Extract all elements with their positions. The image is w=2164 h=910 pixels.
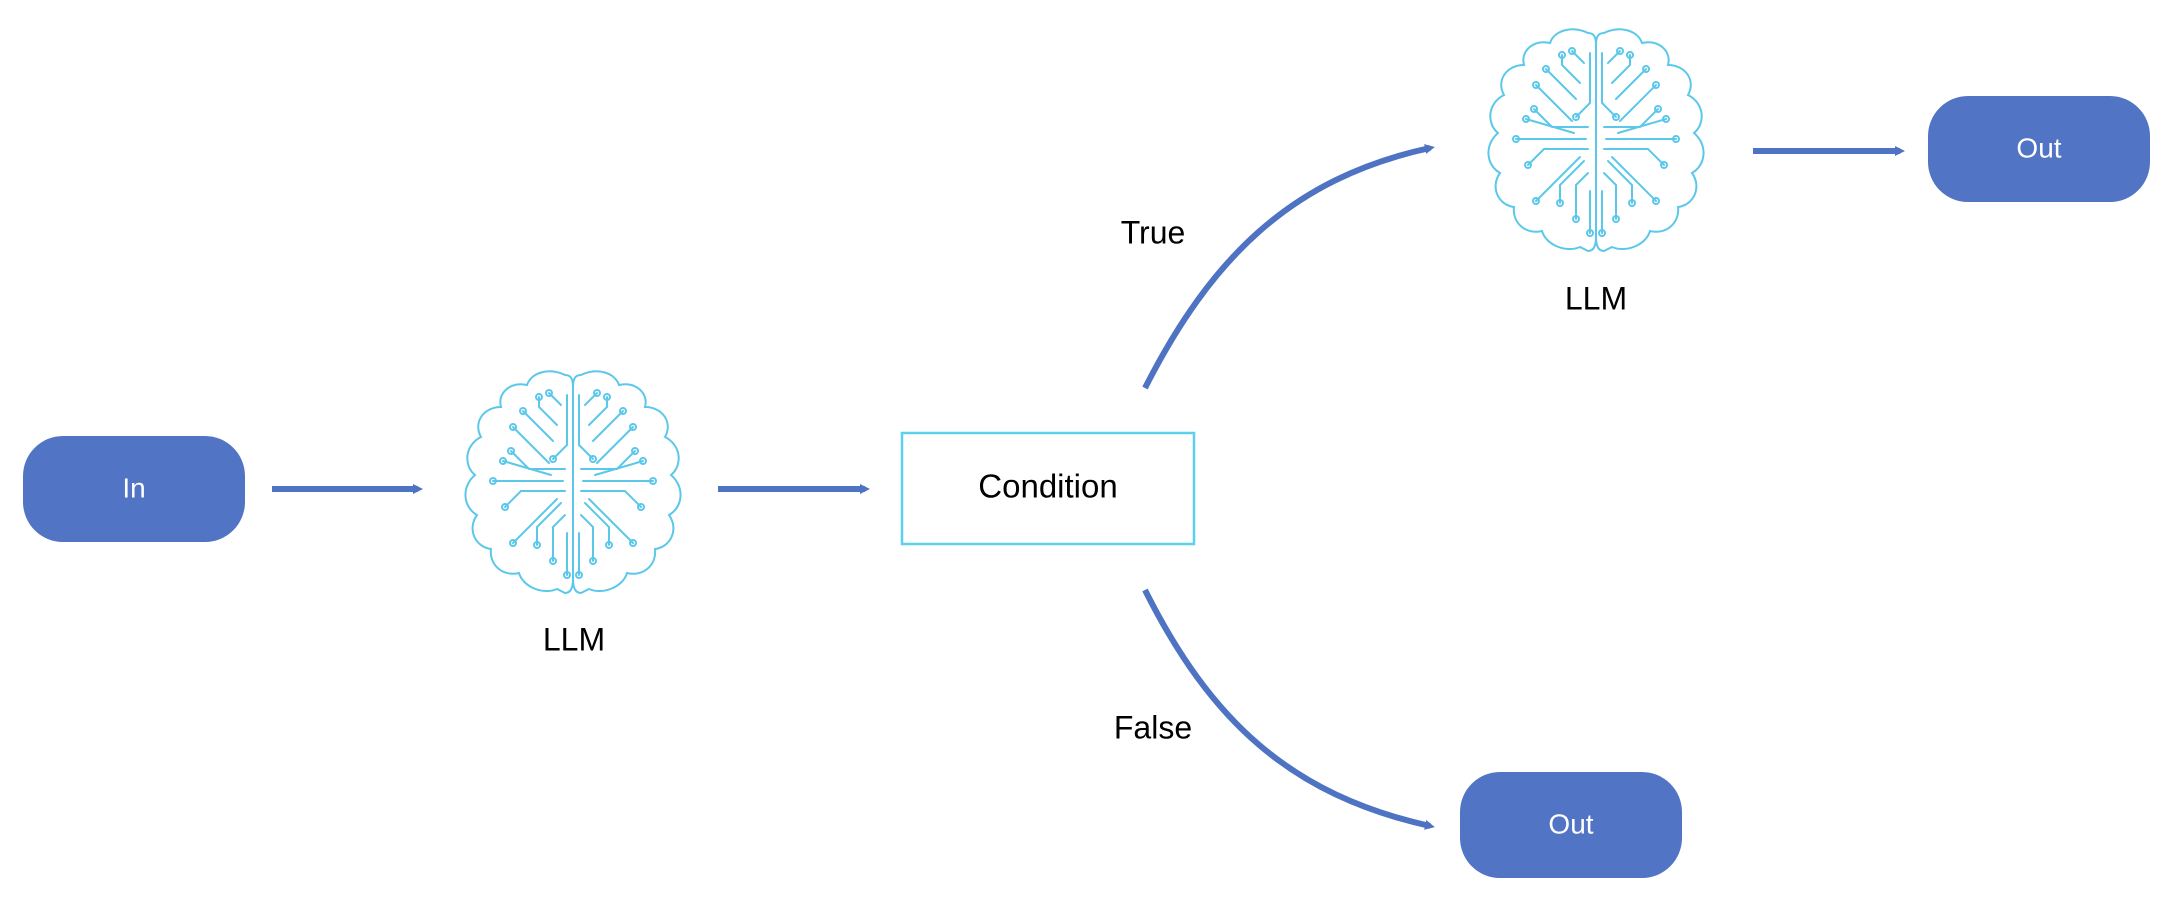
llm-node-true-label: LLM [1565, 280, 1627, 316]
output-node-false-label: Out [1548, 808, 1593, 839]
condition-node: Condition [900, 431, 1196, 546]
llm-node-first: LLM [464, 370, 682, 657]
arrow-condition-false [1142, 588, 1435, 830]
condition-node-label: Condition [978, 468, 1117, 505]
input-node: In [23, 436, 245, 542]
brain-circuit-icon [1487, 28, 1705, 252]
output-node-false: Out [1460, 772, 1682, 878]
arrow-condition-true [1142, 144, 1435, 390]
input-node-label: In [122, 472, 145, 503]
output-node-true: Out [1928, 96, 2150, 202]
llm-node-true: LLM [1487, 28, 1705, 316]
output-node-true-label: Out [2016, 132, 2061, 163]
false-branch-label: False [1114, 709, 1192, 745]
llm-node-first-label: LLM [543, 621, 605, 657]
true-branch-label: True [1121, 214, 1186, 250]
brain-circuit-icon [464, 370, 682, 594]
